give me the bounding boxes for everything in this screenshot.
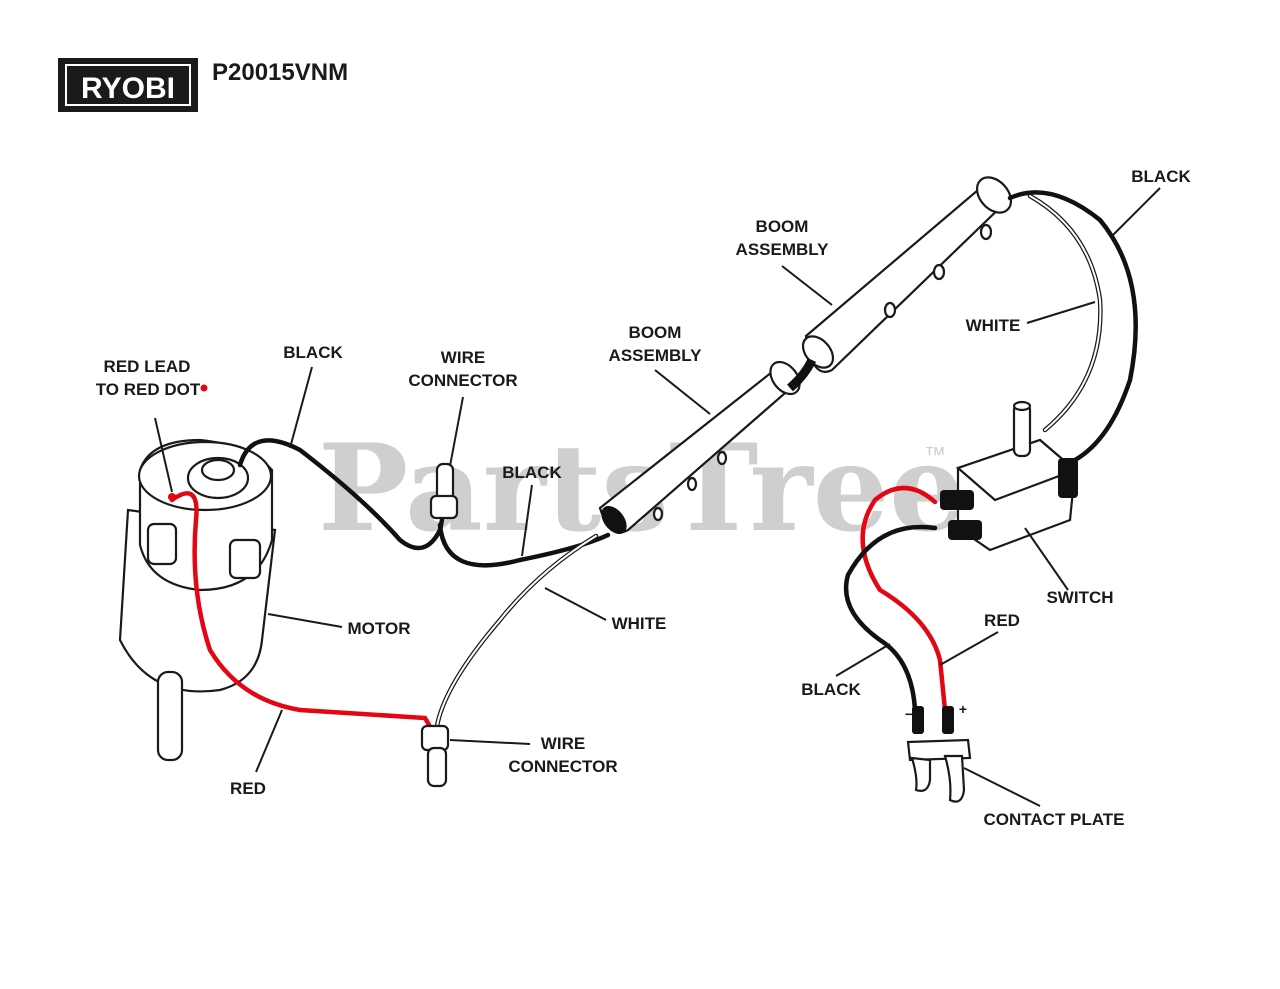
wire-black-top [1007,190,1138,463]
contact-plate [906,706,972,803]
label-boom-upper-line2: ASSEMBLY [736,240,830,259]
label-contact-plate: CONTACT PLATE [983,810,1124,829]
boom-coupler [787,358,817,392]
switch [940,400,1078,552]
label-black-motor: BLACK [283,343,343,362]
leader-contact-plate [963,767,1041,807]
label-wire-connector-top-line1: WIRE [441,348,485,367]
label-minus: − [905,706,913,722]
wire-black-right [843,524,938,713]
leader-wire-connector-top [449,396,464,467]
label-red-bottom: RED [230,779,266,798]
label-wire-connector-bottom-line1: WIRE [541,734,585,753]
label-white-top: WHITE [966,316,1021,335]
leader-motor [267,613,343,628]
label-motor: MOTOR [348,619,411,638]
label-wire-connector-bottom-line2: CONNECTOR [508,757,617,776]
boom-assembly-upper [801,176,1013,373]
wire-black-motor [237,438,448,551]
leader-white-top [1026,301,1096,324]
label-black-mid: BLACK [502,463,562,482]
wire-red-motor [169,491,435,733]
leader-black-mid [521,484,533,557]
wire-connector-top [429,462,459,520]
label-wire-connector-top-line2: CONNECTOR [408,371,517,390]
label-red-lead-line2: TO RED DOT [96,380,201,399]
wire-white-top [1029,195,1102,431]
label-switch: SWITCH [1046,588,1113,607]
leader-boom-upper [781,265,833,306]
label-white-mid: WHITE [612,614,667,633]
boom-assembly-lower [598,360,802,535]
brand-text: RYOBI [81,72,175,105]
leader-wire-connector-bottom [449,739,531,745]
wire-white-mid [435,535,597,734]
label-red-lead-line1: RED LEAD [104,357,191,376]
leader-boom-lower [654,369,711,415]
leader-red-bottom [255,709,283,773]
label-black-top: BLACK [1131,167,1191,186]
leader-black-motor [289,366,313,449]
wire-connector-bottom [420,724,450,788]
leader-white-mid [544,587,607,621]
red-dot-marker [200,384,208,392]
label-boom-upper-line1: BOOM [756,217,809,236]
label-red-right: RED [984,611,1020,630]
wire-white-top-outline [1027,193,1103,433]
label-plus: + [959,701,967,717]
model-number: P20015VNM [212,59,348,86]
leader-black-top [1111,187,1161,237]
watermark-tm: ™ [924,442,946,467]
leader-black-right [835,643,891,677]
leader-red-lead [154,417,173,493]
leader-red-right [939,631,999,666]
wire-white-mid-outline [433,533,599,736]
label-boom-lower-line1: BOOM [629,323,682,342]
label-boom-lower-line2: ASSEMBLY [609,346,703,365]
leader-switch [1024,527,1069,591]
label-black-right: BLACK [801,680,861,699]
ryobi-logo: RYOBI [58,58,198,112]
